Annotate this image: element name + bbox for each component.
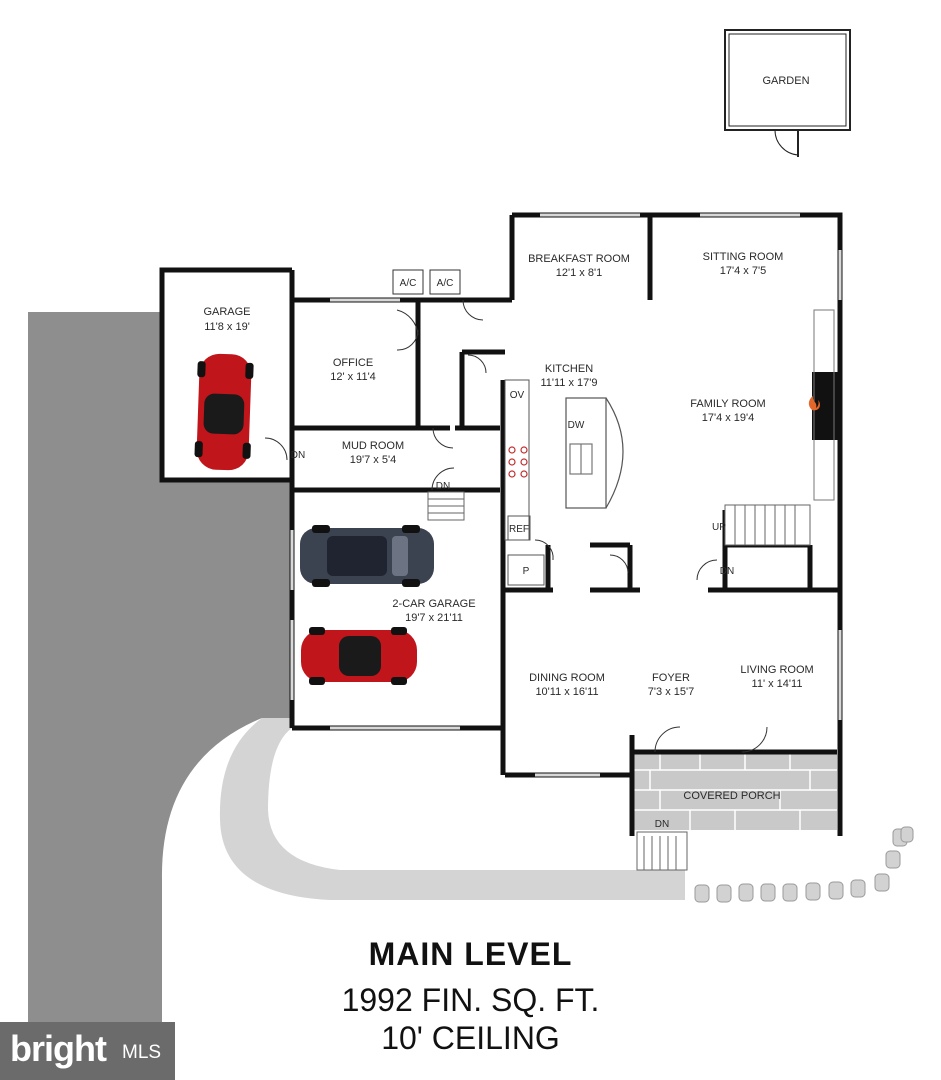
refrigerator-label: REF <box>509 524 529 535</box>
garage-dim: 11'8 x 19' <box>204 321 250 333</box>
family-down-label: DN <box>720 566 734 577</box>
ceiling-height: 10' CEILING <box>381 1020 560 1056</box>
porch-floor <box>630 752 837 830</box>
family-up-label: UP <box>712 522 726 533</box>
mud-room-dim: 19'7 x 5'4 <box>350 454 396 466</box>
garden-shed <box>724 29 851 157</box>
foyer-label: FOYER <box>652 672 690 684</box>
family-room-label: FAMILY ROOM <box>690 398 765 410</box>
kitchen-dim: 11'11 x 17'9 <box>540 377 597 389</box>
oven-label: OV <box>510 390 525 401</box>
flame-icon <box>808 396 820 411</box>
fireplace <box>808 309 838 501</box>
brand-word: bright <box>10 1028 107 1069</box>
breakfast-room-label: BREAKFAST ROOM <box>528 253 630 265</box>
garage-down-label: DN <box>291 450 305 461</box>
covered-porch-label: COVERED PORCH <box>683 790 780 802</box>
cooktop <box>508 446 528 478</box>
ac-label-1: A/C <box>400 278 417 289</box>
two-car-garage-dim: 19'7 x 21'11 <box>405 612 463 624</box>
ac-unit-1 <box>392 269 424 295</box>
windows <box>290 213 842 777</box>
kitchen-label: KITCHEN <box>545 363 593 375</box>
bright-mls-logo: bright MLS <box>0 1022 175 1080</box>
dining-room-dim: 10'11 x 16'11 <box>535 686 598 698</box>
walkway <box>219 718 686 900</box>
car-dark-suv <box>300 525 434 587</box>
driveway <box>28 312 292 1022</box>
stairs <box>427 491 811 871</box>
square-footage: 1992 FIN. SQ. FT. <box>341 982 600 1018</box>
porch-down-label: DN <box>655 819 669 830</box>
sitting-room-dim: 17'4 x 7'5 <box>720 265 766 277</box>
stepping-stones <box>694 826 914 903</box>
brand-suffix: MLS <box>122 1042 162 1063</box>
car-red-2car <box>301 627 417 685</box>
garden-label: GARDEN <box>762 75 809 87</box>
mud-down-label: DN <box>436 481 450 492</box>
office-label: OFFICE <box>333 357 373 369</box>
garage-label: GARAGE <box>203 306 250 318</box>
ac-unit-2 <box>429 269 461 295</box>
ac-label-2: A/C <box>437 278 454 289</box>
dishwasher-label: DW <box>568 420 585 431</box>
pantry-box <box>507 554 545 586</box>
mud-room-label: MUD ROOM <box>342 440 404 452</box>
foyer-dim: 7'3 x 15'7 <box>648 686 694 698</box>
two-car-garage-label: 2-CAR GARAGE <box>392 598 475 610</box>
kitchen-island <box>565 397 624 509</box>
refrigerator-box <box>507 515 531 541</box>
living-room-dim: 11' x 14'11 <box>752 678 803 690</box>
dining-room-label: DINING ROOM <box>529 672 605 684</box>
family-room-dim: 17'4 x 19'4 <box>702 412 755 424</box>
office-dim: 12' x 11'4 <box>330 371 376 383</box>
doors <box>264 299 768 753</box>
pantry-label: P <box>523 566 530 577</box>
car-red-garage <box>194 353 254 471</box>
living-room-label: LIVING ROOM <box>740 664 813 676</box>
sitting-room-label: SITTING ROOM <box>703 251 784 263</box>
breakfast-room-dim: 12'1 x 8'1 <box>556 267 602 279</box>
level-title: MAIN LEVEL <box>368 936 573 972</box>
